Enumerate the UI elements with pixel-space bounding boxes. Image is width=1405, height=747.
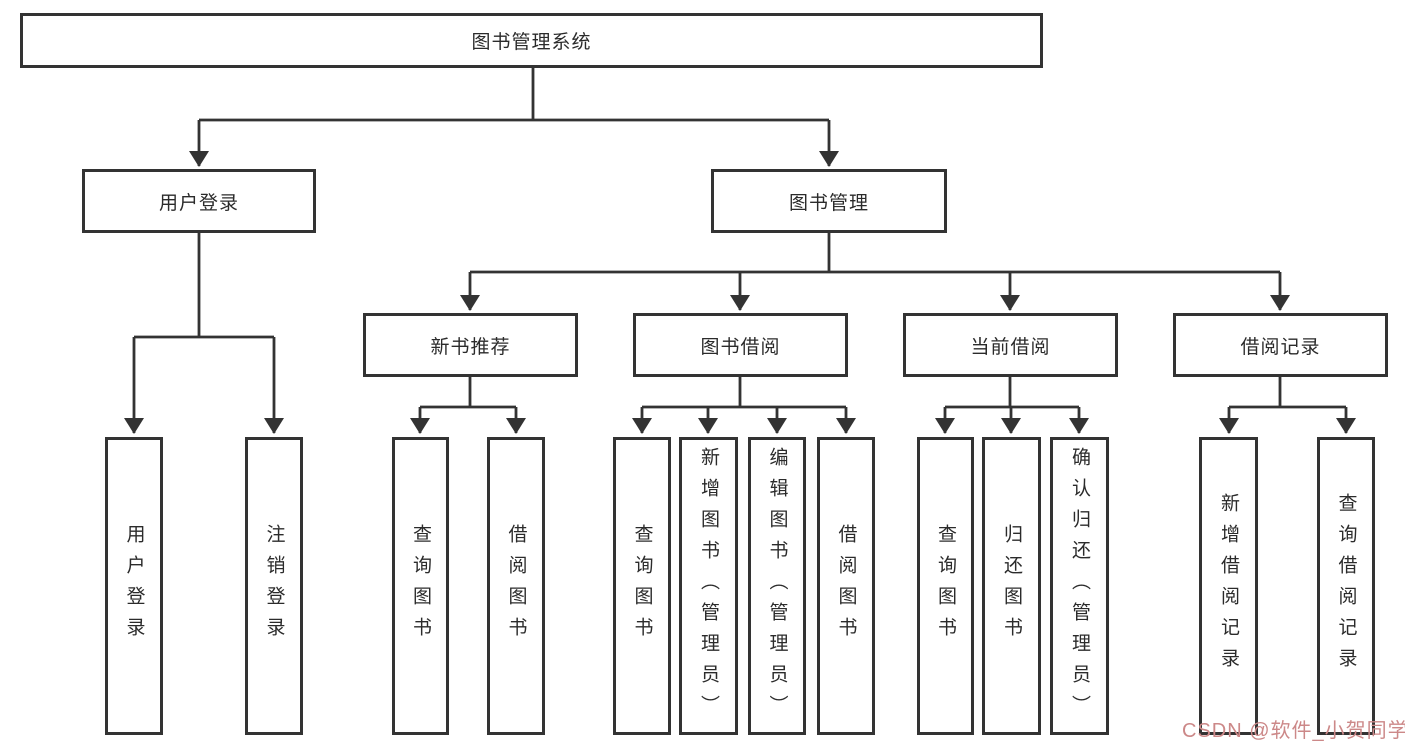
leaf-user-login-label: 用户登录 bbox=[123, 524, 145, 648]
leaf-user-login: 用户登录 bbox=[105, 437, 163, 735]
leaf-query-book-2-label: 查询图书 bbox=[631, 524, 653, 648]
connector-root-fork bbox=[189, 68, 839, 167]
leaf-add-book-admin-label: 新增图书（管理员） bbox=[698, 446, 719, 726]
leaf-query-borrow-record-label: 查询借阅记录 bbox=[1335, 493, 1357, 679]
node-current-borrow-label: 当前借阅 bbox=[970, 336, 1051, 358]
node-root: 图书管理系统 bbox=[20, 13, 1043, 68]
connector-user-login-fork bbox=[124, 233, 284, 434]
leaf-query-borrow-record: 查询借阅记录 bbox=[1317, 437, 1375, 735]
node-borrow-record: 借阅记录 bbox=[1173, 313, 1388, 377]
watermark: CSDN @软件_小贺同学 bbox=[1182, 720, 1405, 742]
leaf-query-book-1-label: 查询图书 bbox=[410, 524, 431, 648]
node-book-management: 图书管理 bbox=[711, 169, 947, 233]
leaf-return-book: 归还图书 bbox=[982, 437, 1041, 735]
leaf-add-borrow-record-label: 新增借阅记录 bbox=[1218, 493, 1239, 679]
node-current-borrow: 当前借阅 bbox=[903, 313, 1118, 377]
leaf-add-book-admin: 新增图书（管理员） bbox=[679, 437, 738, 735]
connector-current-borrow-fork bbox=[935, 377, 1089, 434]
connector-book-borrow-fork bbox=[632, 377, 856, 434]
leaf-query-book-1: 查询图书 bbox=[392, 437, 449, 735]
leaf-return-book-label: 归还图书 bbox=[1001, 524, 1022, 648]
connector-new-book-fork bbox=[410, 377, 526, 434]
leaf-borrow-book-2-label: 借阅图书 bbox=[835, 524, 857, 648]
connector-book-management-fork bbox=[460, 233, 1290, 311]
node-book-borrow-label: 图书借阅 bbox=[700, 336, 781, 358]
node-root-label: 图书管理系统 bbox=[471, 32, 592, 53]
leaf-query-book-3-label: 查询图书 bbox=[935, 524, 956, 648]
leaf-borrow-book-1-label: 借阅图书 bbox=[505, 524, 527, 648]
node-book-management-label: 图书管理 bbox=[788, 192, 869, 214]
node-new-book-recommend: 新书推荐 bbox=[363, 313, 578, 377]
leaf-borrow-book-1: 借阅图书 bbox=[487, 437, 545, 735]
node-book-borrow: 图书借阅 bbox=[633, 313, 848, 377]
leaf-confirm-return-admin: 确认归还（管理员） bbox=[1050, 437, 1109, 735]
node-user-login: 用户登录 bbox=[82, 169, 316, 233]
leaf-borrow-book-2: 借阅图书 bbox=[817, 437, 875, 735]
leaf-query-book-2: 查询图书 bbox=[613, 437, 671, 735]
node-user-login-label: 用户登录 bbox=[158, 192, 239, 214]
leaf-confirm-return-admin-label: 确认归还（管理员） bbox=[1069, 446, 1090, 726]
node-borrow-record-label: 借阅记录 bbox=[1240, 336, 1321, 358]
node-new-book-recommend-label: 新书推荐 bbox=[430, 336, 511, 358]
leaf-logout: 注销登录 bbox=[245, 437, 303, 735]
connector-borrow-record-fork bbox=[1219, 377, 1356, 434]
leaf-logout-label: 注销登录 bbox=[263, 524, 285, 648]
leaf-add-borrow-record: 新增借阅记录 bbox=[1199, 437, 1258, 735]
leaf-edit-book-admin-label: 编辑图书（管理员） bbox=[766, 446, 788, 726]
leaf-query-book-3: 查询图书 bbox=[917, 437, 974, 735]
leaf-edit-book-admin: 编辑图书（管理员） bbox=[748, 437, 806, 735]
